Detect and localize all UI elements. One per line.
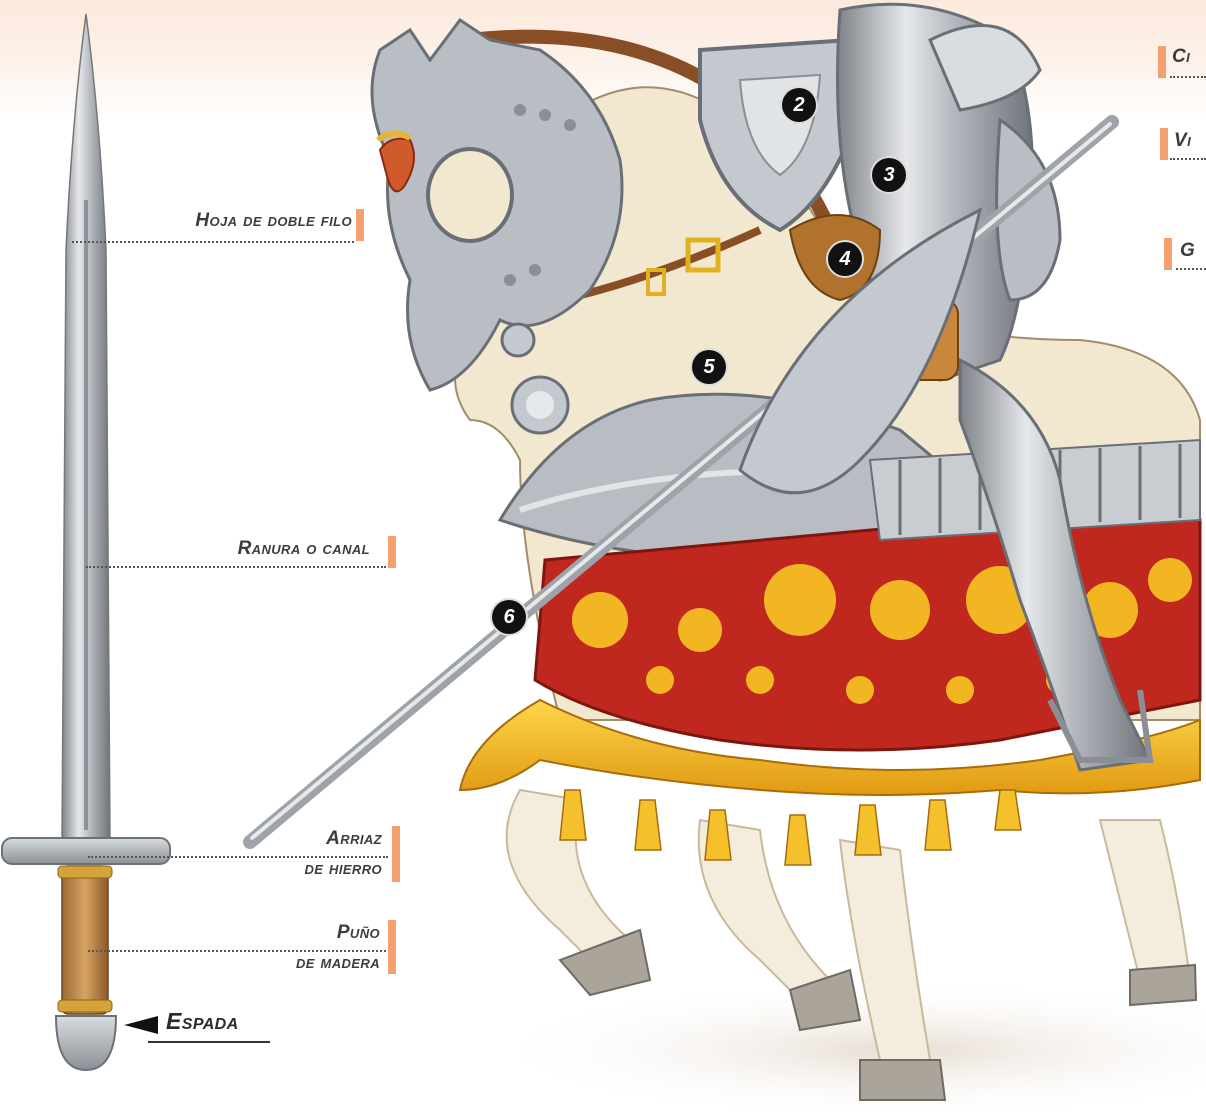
tassels xyxy=(560,790,1021,865)
label-hoja: Hoja de doble filo xyxy=(102,210,352,232)
marker-6: 6 xyxy=(492,600,526,634)
marker-3: 3 xyxy=(872,158,906,192)
label-ranura: Ranura o canal xyxy=(120,538,370,560)
label-right-2: Vi xyxy=(1174,130,1191,152)
leader-right-1 xyxy=(1170,76,1206,78)
leader-puno xyxy=(88,950,386,952)
label-arriaz-bar xyxy=(392,826,400,882)
label-right-1-bar xyxy=(1158,46,1166,78)
label-right-3: G xyxy=(1180,240,1195,262)
label-right-2-bar xyxy=(1160,128,1168,160)
leader-arriaz xyxy=(88,856,388,858)
label-right-1: Ci xyxy=(1172,46,1190,68)
label-ranura-bar xyxy=(388,536,396,568)
leader-ranura xyxy=(86,566,386,568)
label-puno-bar xyxy=(388,920,396,974)
leader-hoja xyxy=(72,241,354,243)
sword-grip xyxy=(62,866,108,1014)
leader-right-3 xyxy=(1176,268,1206,270)
label-arriaz-1: Arriaz xyxy=(200,828,382,850)
label-hoja-bar xyxy=(356,209,364,241)
marker-2: 2 xyxy=(782,88,816,122)
label-arriaz-2: de hierro xyxy=(200,858,382,880)
sword-crossguard xyxy=(2,838,170,864)
espada-arrow-icon xyxy=(124,1016,158,1034)
marker-4: 4 xyxy=(828,242,862,276)
label-puno-2: de madera xyxy=(200,952,380,974)
label-puno-1: Puño xyxy=(200,922,380,944)
sword-pommel xyxy=(56,1016,116,1070)
label-right-3-bar xyxy=(1164,238,1172,270)
espada-underline xyxy=(148,1041,270,1043)
leader-right-2 xyxy=(1170,158,1206,160)
marker-5: 5 xyxy=(692,350,726,384)
label-espada: Espada xyxy=(166,1008,239,1034)
